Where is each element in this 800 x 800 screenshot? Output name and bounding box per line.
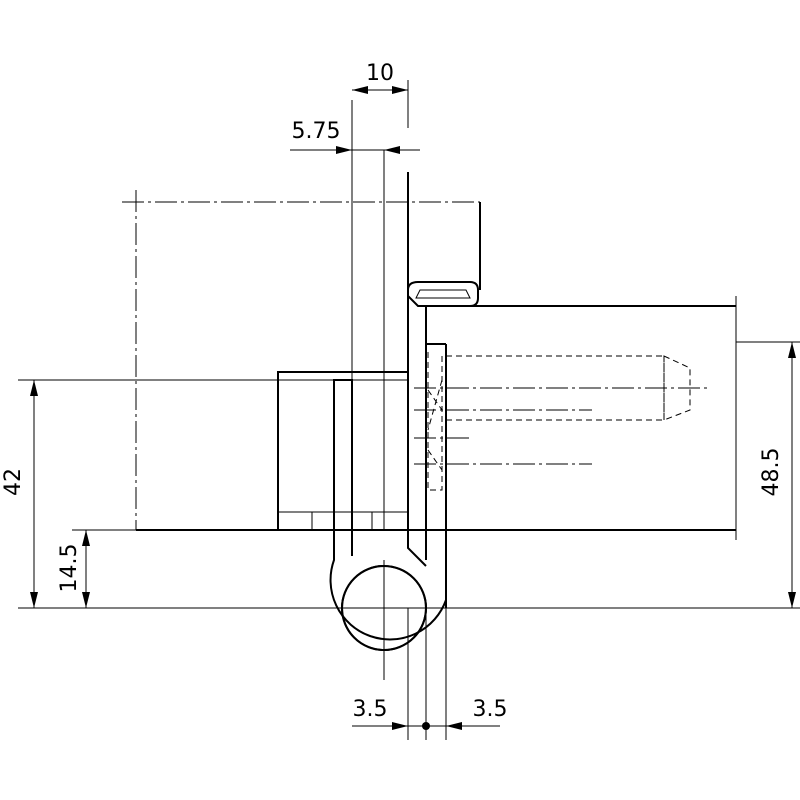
hinge-leaf — [351, 100, 447, 608]
label-right-gap: 3.5 — [473, 697, 508, 722]
label-right-height: 48.5 — [759, 448, 784, 497]
hinge-knuckle — [329, 530, 447, 680]
frame-block — [277, 371, 409, 531]
label-total-height: 42 — [1, 468, 26, 496]
dimension-pin-height: 14.5 — [57, 529, 136, 608]
screw-centerlines — [414, 387, 710, 465]
dimension-top-width: 10 — [352, 61, 409, 128]
label-left-gap: 3.5 — [353, 697, 388, 722]
label-pin-height: 14.5 — [57, 544, 82, 593]
dimension-bottom-gaps: 3.5 3.5 — [352, 608, 508, 740]
label-top-width: 10 — [366, 61, 394, 86]
label-offset: 5.75 — [292, 119, 341, 144]
dimension-right-height: 48.5 — [736, 341, 800, 608]
dimension-total-height: 42 — [1, 379, 278, 608]
leaf-top-clip — [407, 281, 479, 307]
door-panel — [136, 202, 737, 540]
phantom-frame-outline — [122, 190, 480, 530]
dimension-offset: 5.75 — [290, 119, 420, 154]
hidden-screw — [427, 352, 691, 491]
